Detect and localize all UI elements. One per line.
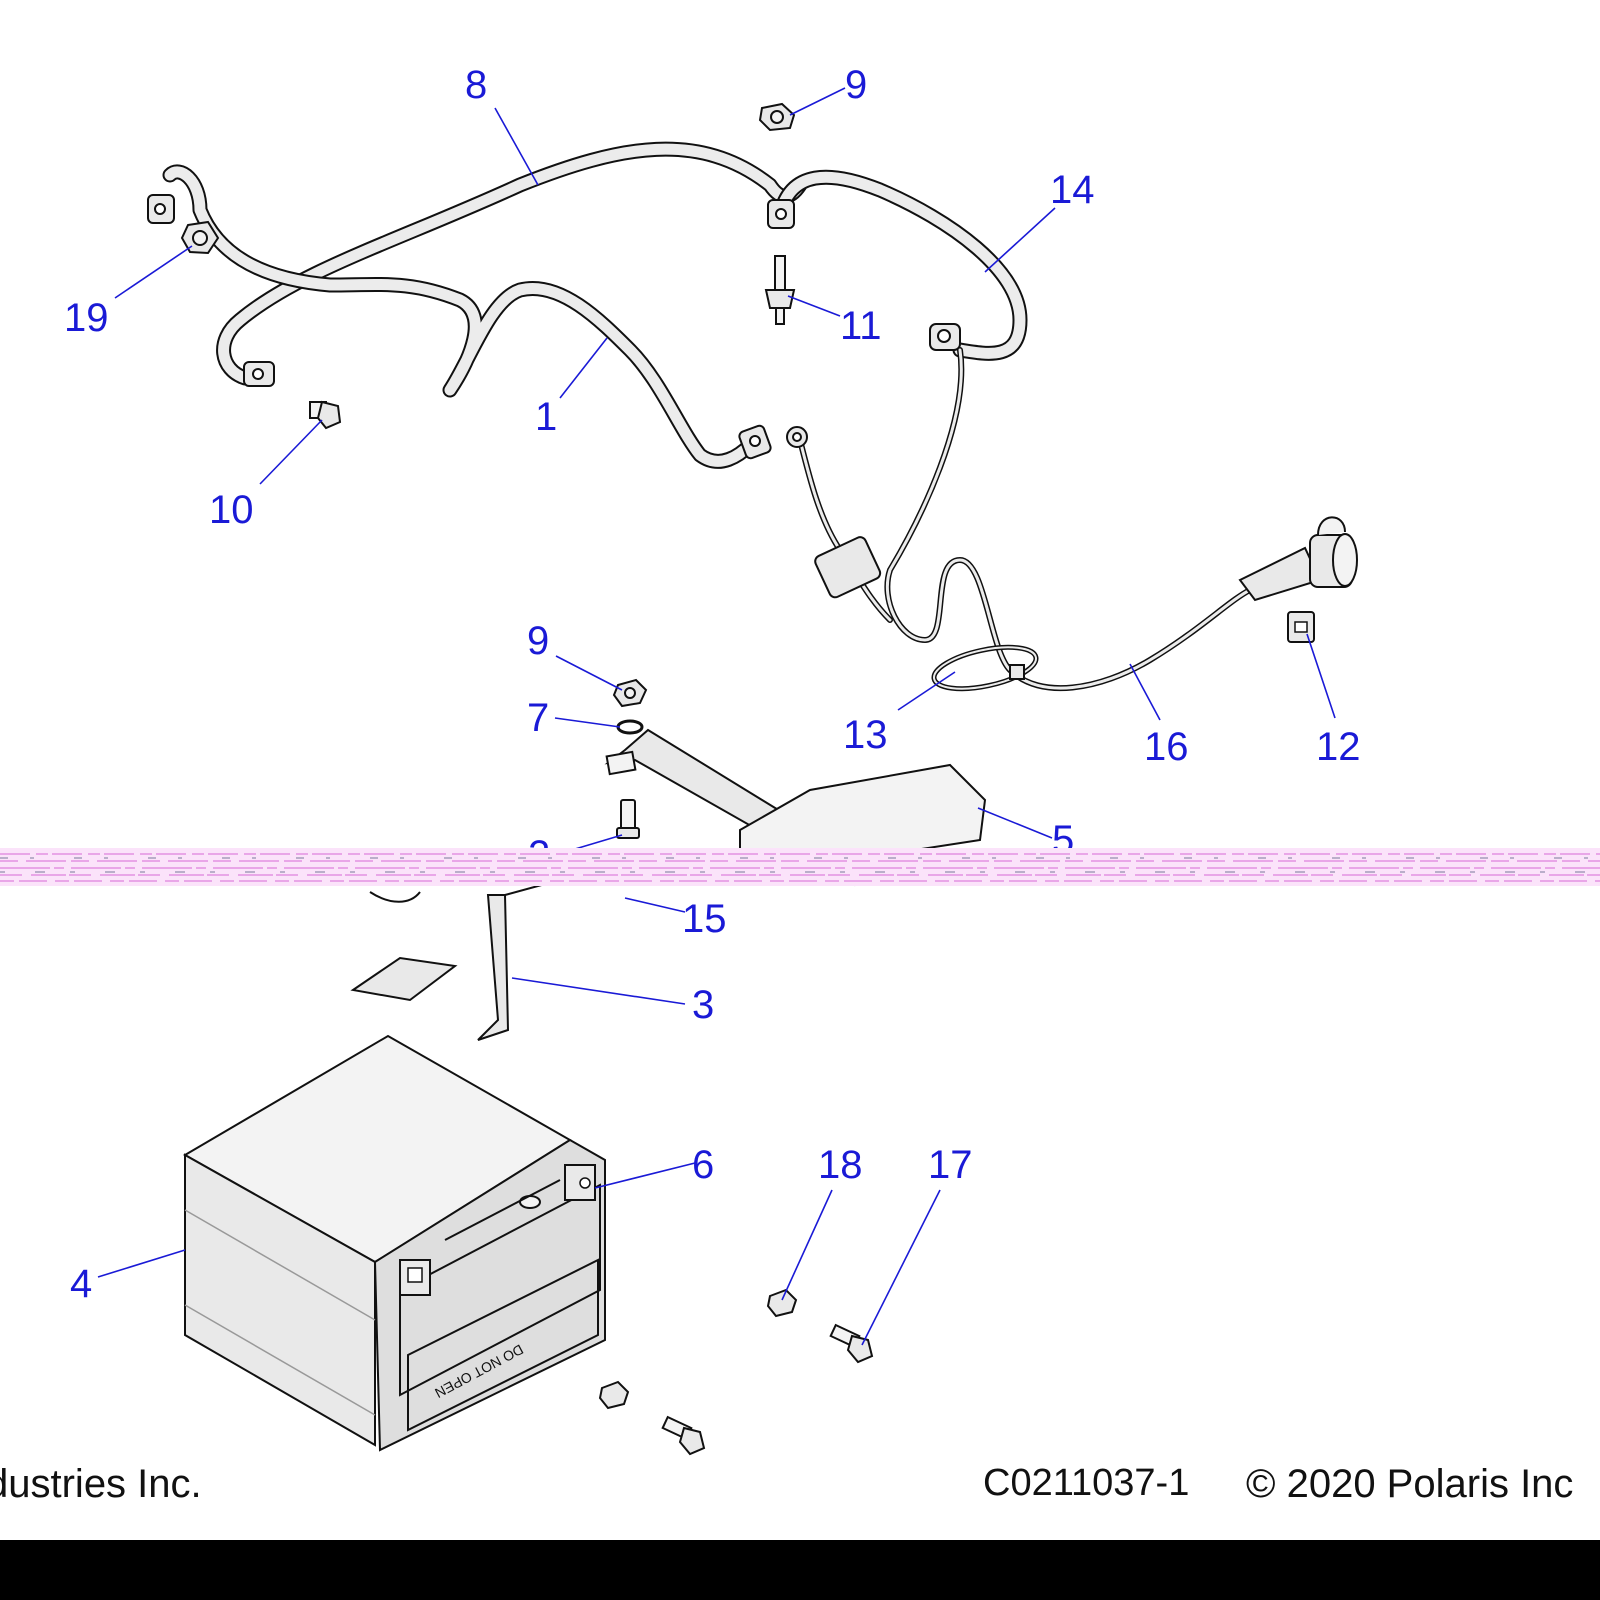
cable-14	[767, 169, 1028, 361]
callout-1: 1	[535, 395, 557, 439]
callout-10: 10	[209, 488, 254, 532]
callout-12: 12	[1316, 725, 1361, 769]
callout-3: 3	[692, 983, 714, 1027]
callout-19: 19	[64, 296, 109, 340]
bracket-3	[477, 879, 561, 1041]
plate-5	[739, 763, 987, 861]
callout-4: 4	[70, 1262, 92, 1306]
leader-lines	[97, 87, 1336, 1346]
nut-9-lower	[612, 678, 648, 708]
footer-drawing-code: C0211037-1	[983, 1462, 1190, 1504]
battery-4: DO NOT OPEN	[182, 1034, 606, 1452]
callout-7: 7	[527, 696, 549, 740]
cable-8	[216, 141, 808, 387]
bolt-17	[829, 1323, 874, 1364]
callout-17: 17	[928, 1143, 973, 1187]
nut-18	[766, 1288, 798, 1318]
nut-19	[180, 220, 220, 255]
cable-1	[147, 164, 772, 469]
connector-12	[1287, 611, 1315, 643]
bolt-10	[309, 400, 342, 430]
callout-6: 6	[692, 1143, 714, 1187]
callout-9-lower: 9	[527, 619, 549, 663]
stud-11	[764, 255, 796, 325]
bolt-lower	[661, 1415, 706, 1456]
callout-9-top: 9	[845, 63, 867, 107]
footer-copyright: © 2020 Polaris Inc	[1246, 1462, 1574, 1506]
wire-16	[786, 347, 1253, 692]
cable-tie-13	[931, 644, 1039, 692]
callout-8: 8	[465, 63, 487, 107]
footer-company: dustries Inc.	[0, 1462, 202, 1506]
callout-11: 11	[840, 304, 882, 348]
callout-16: 16	[1144, 725, 1189, 769]
nut-9-top	[758, 102, 796, 132]
callout-13: 13	[843, 713, 888, 757]
callout-18: 18	[818, 1143, 863, 1187]
nut-lower	[598, 1380, 630, 1410]
callout-14: 14	[1050, 168, 1095, 212]
bottom-black-bar	[0, 1540, 1600, 1600]
bolt-2	[616, 799, 640, 839]
fuse-holder	[814, 536, 882, 599]
pad	[350, 956, 458, 1002]
scan-artifact-band	[0, 848, 1600, 886]
washer-7	[616, 719, 644, 735]
part-15-edge	[369, 891, 421, 903]
power-socket	[1238, 516, 1358, 602]
callout-15: 15	[682, 897, 727, 941]
